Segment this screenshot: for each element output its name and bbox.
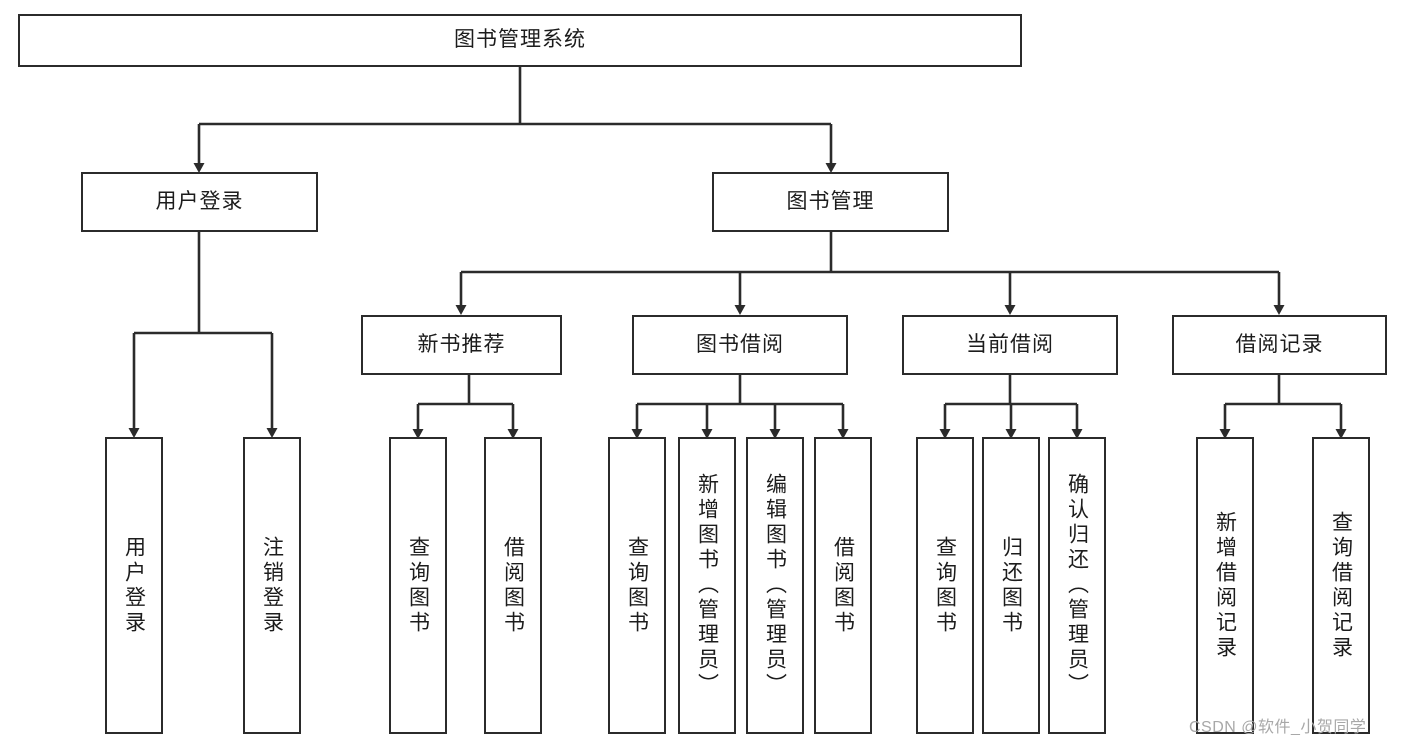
node-user-login-label: 用户登录: [155, 189, 244, 213]
node-leaf-add-book-label: 新增图书（管理员）: [695, 473, 719, 698]
node-leaf-borrow-book-2-label: 借阅图书: [831, 535, 855, 636]
node-leaf-borrow-book-2[interactable]: 借阅图书: [814, 437, 872, 734]
node-root-label: 图书管理系统: [454, 28, 586, 52]
node-book-manage-label: 图书管理: [786, 189, 875, 213]
node-leaf-borrow-book-1[interactable]: 借阅图书: [484, 437, 542, 734]
node-leaf-add-record[interactable]: 新增借阅记录: [1196, 437, 1254, 734]
node-book-manage[interactable]: 图书管理: [712, 172, 949, 232]
node-new-book-recommend[interactable]: 新书推荐: [361, 315, 562, 375]
node-book-borrow-label: 图书借阅: [696, 332, 784, 356]
node-user-login[interactable]: 用户登录: [81, 172, 318, 232]
node-leaf-query-record-label: 查询借阅记录: [1329, 510, 1353, 661]
node-root[interactable]: 图书管理系统: [18, 14, 1022, 67]
node-current-borrow[interactable]: 当前借阅: [902, 315, 1118, 375]
node-leaf-query-book-2-label: 查询图书: [625, 535, 649, 636]
node-current-borrow-label: 当前借阅: [966, 332, 1054, 356]
node-leaf-user-login[interactable]: 用户登录: [105, 437, 163, 734]
node-leaf-query-book-1[interactable]: 查询图书: [389, 437, 447, 734]
csdn-watermark: CSDN @软件_小贺同学: [1189, 719, 1367, 736]
node-leaf-confirm-return[interactable]: 确认归还（管理员）: [1048, 437, 1106, 734]
node-new-book-recommend-label: 新书推荐: [417, 332, 506, 356]
node-leaf-query-book-2[interactable]: 查询图书: [608, 437, 666, 734]
node-leaf-user-logout[interactable]: 注销登录: [243, 437, 301, 734]
node-leaf-query-book-3[interactable]: 查询图书: [916, 437, 974, 734]
node-leaf-add-book[interactable]: 新增图书（管理员）: [678, 437, 736, 734]
node-borrow-record-label: 借阅记录: [1235, 332, 1324, 356]
node-leaf-borrow-book-1-label: 借阅图书: [501, 535, 525, 636]
node-book-borrow[interactable]: 图书借阅: [632, 315, 848, 375]
node-leaf-query-record[interactable]: 查询借阅记录: [1312, 437, 1370, 734]
node-leaf-confirm-return-label: 确认归还（管理员）: [1065, 473, 1089, 698]
node-leaf-edit-book-label: 编辑图书（管理员）: [763, 473, 787, 698]
node-leaf-query-book-1-label: 查询图书: [406, 535, 430, 636]
node-leaf-return-book[interactable]: 归还图书: [982, 437, 1040, 734]
node-leaf-return-book-label: 归还图书: [999, 535, 1023, 636]
node-leaf-user-login-label: 用户登录: [122, 535, 146, 636]
node-leaf-query-book-3-label: 查询图书: [933, 535, 957, 636]
node-borrow-record[interactable]: 借阅记录: [1172, 315, 1387, 375]
node-leaf-user-logout-label: 注销登录: [260, 535, 284, 636]
node-leaf-edit-book[interactable]: 编辑图书（管理员）: [746, 437, 804, 734]
node-leaf-add-record-label: 新增借阅记录: [1213, 510, 1237, 661]
